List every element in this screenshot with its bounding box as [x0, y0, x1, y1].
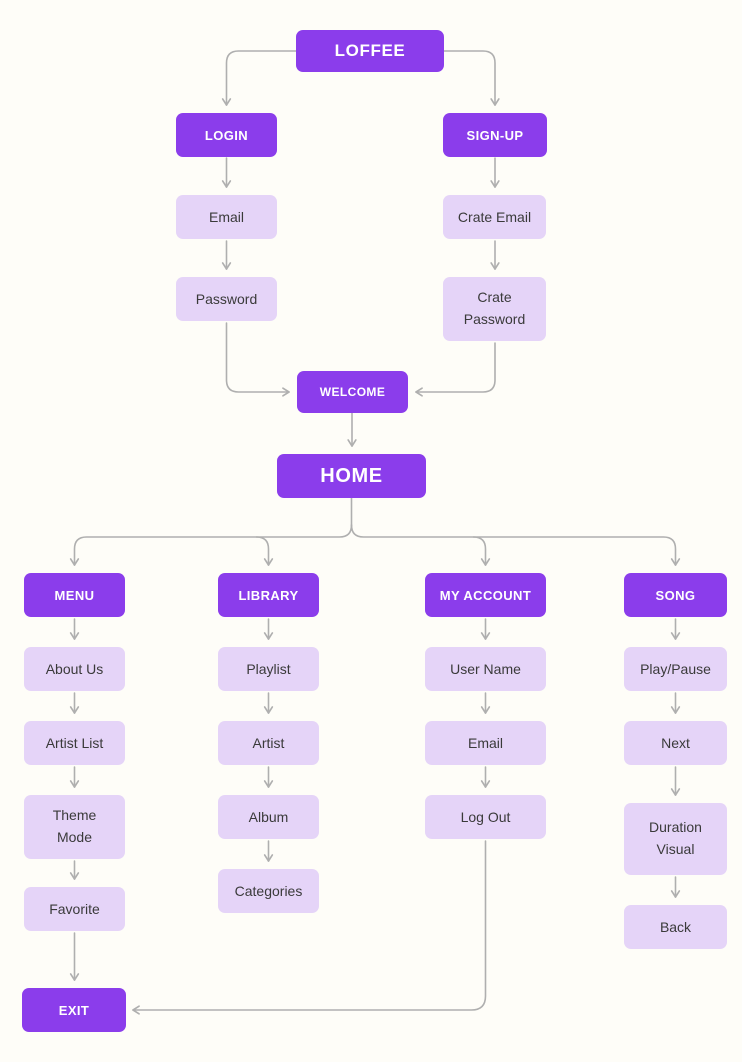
node-play-pause-label: Play/Pause: [640, 661, 711, 677]
node-login-label: LOGIN: [204, 127, 249, 143]
node-my-account[interactable]: MY ACCOUNT: [425, 573, 546, 617]
node-categories[interactable]: Categories: [218, 869, 319, 913]
node-theme-mode-label: Theme Mode: [52, 807, 97, 845]
node-next-label: Next: [661, 735, 690, 751]
node-duration-visual[interactable]: Duration Visual: [624, 803, 727, 875]
node-user-name-label: User Name: [450, 661, 521, 677]
node-library-label: LIBRARY: [238, 587, 299, 603]
node-favorite[interactable]: Favorite: [24, 887, 125, 931]
node-artist-list[interactable]: Artist List: [24, 721, 125, 765]
node-about-us-label: About Us: [45, 661, 104, 677]
node-menu[interactable]: MENU: [24, 573, 125, 617]
node-playlist[interactable]: Playlist: [218, 647, 319, 691]
node-crate-email-label: Crate Email: [457, 209, 532, 225]
node-favorite-label: Favorite: [49, 901, 100, 917]
node-artist[interactable]: Artist: [218, 721, 319, 765]
node-crate-password-label: Crate Password: [463, 289, 526, 327]
node-signup[interactable]: SIGN-UP: [443, 113, 547, 157]
node-exit[interactable]: EXIT: [22, 988, 126, 1032]
node-menu-label: MENU: [54, 587, 95, 603]
node-welcome[interactable]: WELCOME: [297, 371, 408, 413]
node-user-name[interactable]: User Name: [425, 647, 546, 691]
node-account-email[interactable]: Email: [425, 721, 546, 765]
node-crate-email[interactable]: Crate Email: [443, 195, 546, 239]
node-album-label: Album: [248, 809, 289, 825]
node-library[interactable]: LIBRARY: [218, 573, 319, 617]
node-welcome-label: WELCOME: [319, 385, 386, 399]
node-next[interactable]: Next: [624, 721, 727, 765]
node-home-label: HOME: [320, 464, 383, 487]
node-theme-mode[interactable]: Theme Mode: [24, 795, 125, 859]
node-home[interactable]: HOME: [277, 454, 426, 498]
node-back[interactable]: Back: [624, 905, 727, 949]
node-song[interactable]: SONG: [624, 573, 727, 617]
node-playlist-label: Playlist: [246, 661, 291, 677]
node-password-label: Password: [195, 291, 258, 307]
node-back-label: Back: [659, 919, 692, 935]
node-categories-label: Categories: [234, 883, 303, 899]
node-log-out[interactable]: Log Out: [425, 795, 546, 839]
node-loffee[interactable]: LOFFEE: [296, 30, 444, 72]
node-crate-password[interactable]: Crate Password: [443, 277, 546, 341]
node-artist-label: Artist: [252, 735, 285, 751]
node-signup-label: SIGN-UP: [466, 127, 524, 143]
node-email[interactable]: Email: [176, 195, 277, 239]
node-password[interactable]: Password: [176, 277, 277, 321]
node-play-pause[interactable]: Play/Pause: [624, 647, 727, 691]
node-artist-list-label: Artist List: [45, 735, 104, 751]
node-loffee-label: LOFFEE: [334, 41, 406, 60]
node-song-label: SONG: [655, 587, 696, 603]
node-login[interactable]: LOGIN: [176, 113, 277, 157]
node-album[interactable]: Album: [218, 795, 319, 839]
node-about-us[interactable]: About Us: [24, 647, 125, 691]
node-my-account-label: MY ACCOUNT: [439, 587, 532, 603]
connectors: [69, 50, 681, 1015]
node-log-out-label: Log Out: [460, 809, 511, 825]
node-email-label: Email: [208, 209, 244, 225]
node-account-email-label: Email: [467, 735, 503, 751]
node-duration-visual-label: Duration Visual: [649, 819, 702, 857]
node-exit-label: EXIT: [58, 1002, 90, 1018]
